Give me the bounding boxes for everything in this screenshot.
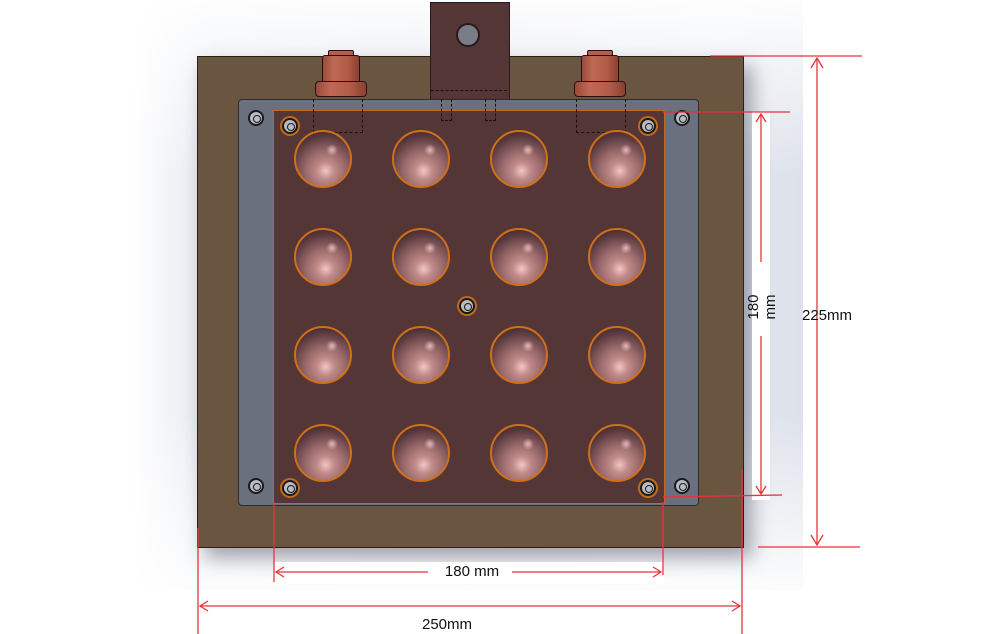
cavity [294,326,352,384]
plate-screw-icon [640,118,656,134]
cavity [392,228,450,286]
hidden-pin-1 [441,99,452,121]
frame-screw-icon [248,478,264,494]
dimension-outer-height: 225mm [802,307,853,324]
dimension-inner-height: 180 mm [745,294,779,320]
hidden-bolt-left [313,99,363,133]
hidden-pin-2 [485,99,496,121]
plate-screw-icon [640,480,656,496]
dim-bg-horizontal [274,562,664,584]
frame-screw-icon [674,478,690,494]
tab-hidden-line [431,90,507,91]
center-screw-icon [459,298,475,314]
dimension-inner-width: 180 mm [444,563,500,580]
hex-nut-right [574,50,626,97]
cavity [392,326,450,384]
cavity [294,424,352,482]
cavity [588,130,646,188]
cavity [490,228,548,286]
dim-bg-vertical [752,112,770,500]
hidden-bolt-right [576,99,626,133]
cavity [294,130,352,188]
cavity [588,326,646,384]
cavity [490,326,548,384]
hex-nut-left [315,50,367,97]
cavity [588,228,646,286]
dimension-outer-width: 250mm [422,616,473,633]
plate-screw-icon [282,480,298,496]
cavity [392,424,450,482]
cavity [490,424,548,482]
cavity [490,130,548,188]
cavity [588,424,646,482]
frame-screw-icon [248,110,264,126]
plate-screw-icon [282,118,298,134]
mounting-tab-hole [456,23,480,47]
frame-screw-icon [674,110,690,126]
mounting-tab [430,2,510,101]
cavity [294,228,352,286]
cavity [392,130,450,188]
